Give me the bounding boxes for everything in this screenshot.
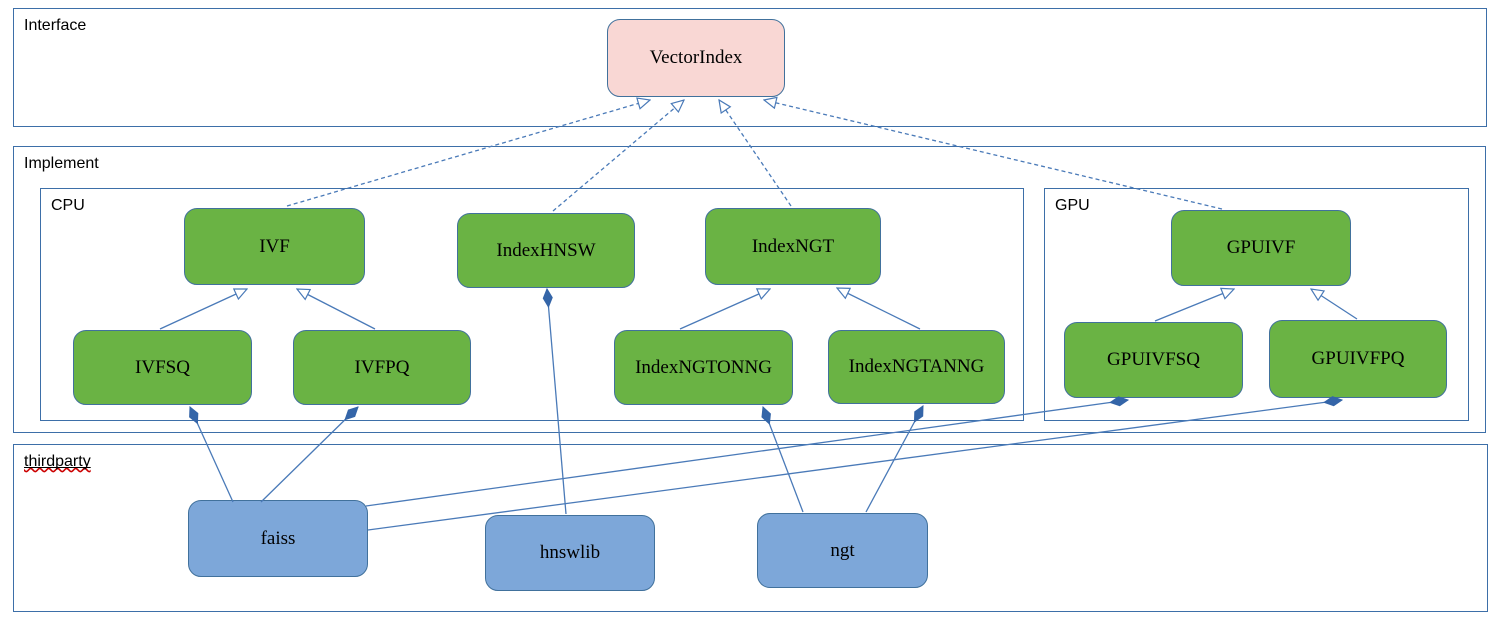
node-indexngt[interactable]: IndexNGT [705,208,881,285]
node-ivfpq-label: IVFPQ [354,356,410,378]
node-gpuivfpq-label: GPUIVFPQ [1311,348,1405,369]
node-vectorindex[interactable]: VectorIndex [607,19,785,97]
cpu-container-label: CPU [51,197,85,214]
node-vectorindex-label: VectorIndex [649,47,743,68]
node-ivfsq[interactable]: IVFSQ [73,330,252,405]
node-ivfsq-label: IVFSQ [135,356,190,378]
node-ivf-label: IVF [259,235,290,257]
node-gpuivfpq[interactable]: GPUIVFPQ [1269,320,1447,398]
thirdparty-container-label: thirdparty [24,453,91,470]
node-indexhnsw-label: IndexHNSW [496,239,596,261]
node-ngt-label: ngt [830,539,855,561]
node-hnswlib-label: hnswlib [539,542,601,563]
node-gpuivf-label: GPUIVF [1226,237,1296,258]
node-indexngtanng-label: IndexNGTANNG [848,356,985,377]
node-gpuivfsq-label: GPUIVFSQ [1107,349,1200,370]
node-gpuivfsq[interactable]: GPUIVFSQ [1064,322,1243,398]
node-ngt[interactable]: ngt [757,513,928,588]
node-ivfpq[interactable]: IVFPQ [293,330,471,405]
node-indexngtonng[interactable]: IndexNGTONNG [614,330,793,405]
node-indexngt-label: IndexNGT [751,235,835,257]
node-gpuivf[interactable]: GPUIVF [1171,210,1351,286]
gpu-container-label: GPU [1055,197,1090,214]
node-faiss[interactable]: faiss [188,500,368,577]
node-indexngtanng[interactable]: IndexNGTANNG [828,330,1005,404]
node-hnswlib[interactable]: hnswlib [485,515,655,591]
node-faiss-label: faiss [260,527,296,549]
implement-container-label: Implement [24,155,99,172]
node-indexhnsw[interactable]: IndexHNSW [457,213,635,288]
interface-container-label: Interface [24,17,87,34]
node-indexngtonng-label: IndexNGTONNG [635,356,772,378]
node-ivf[interactable]: IVF [184,208,365,285]
